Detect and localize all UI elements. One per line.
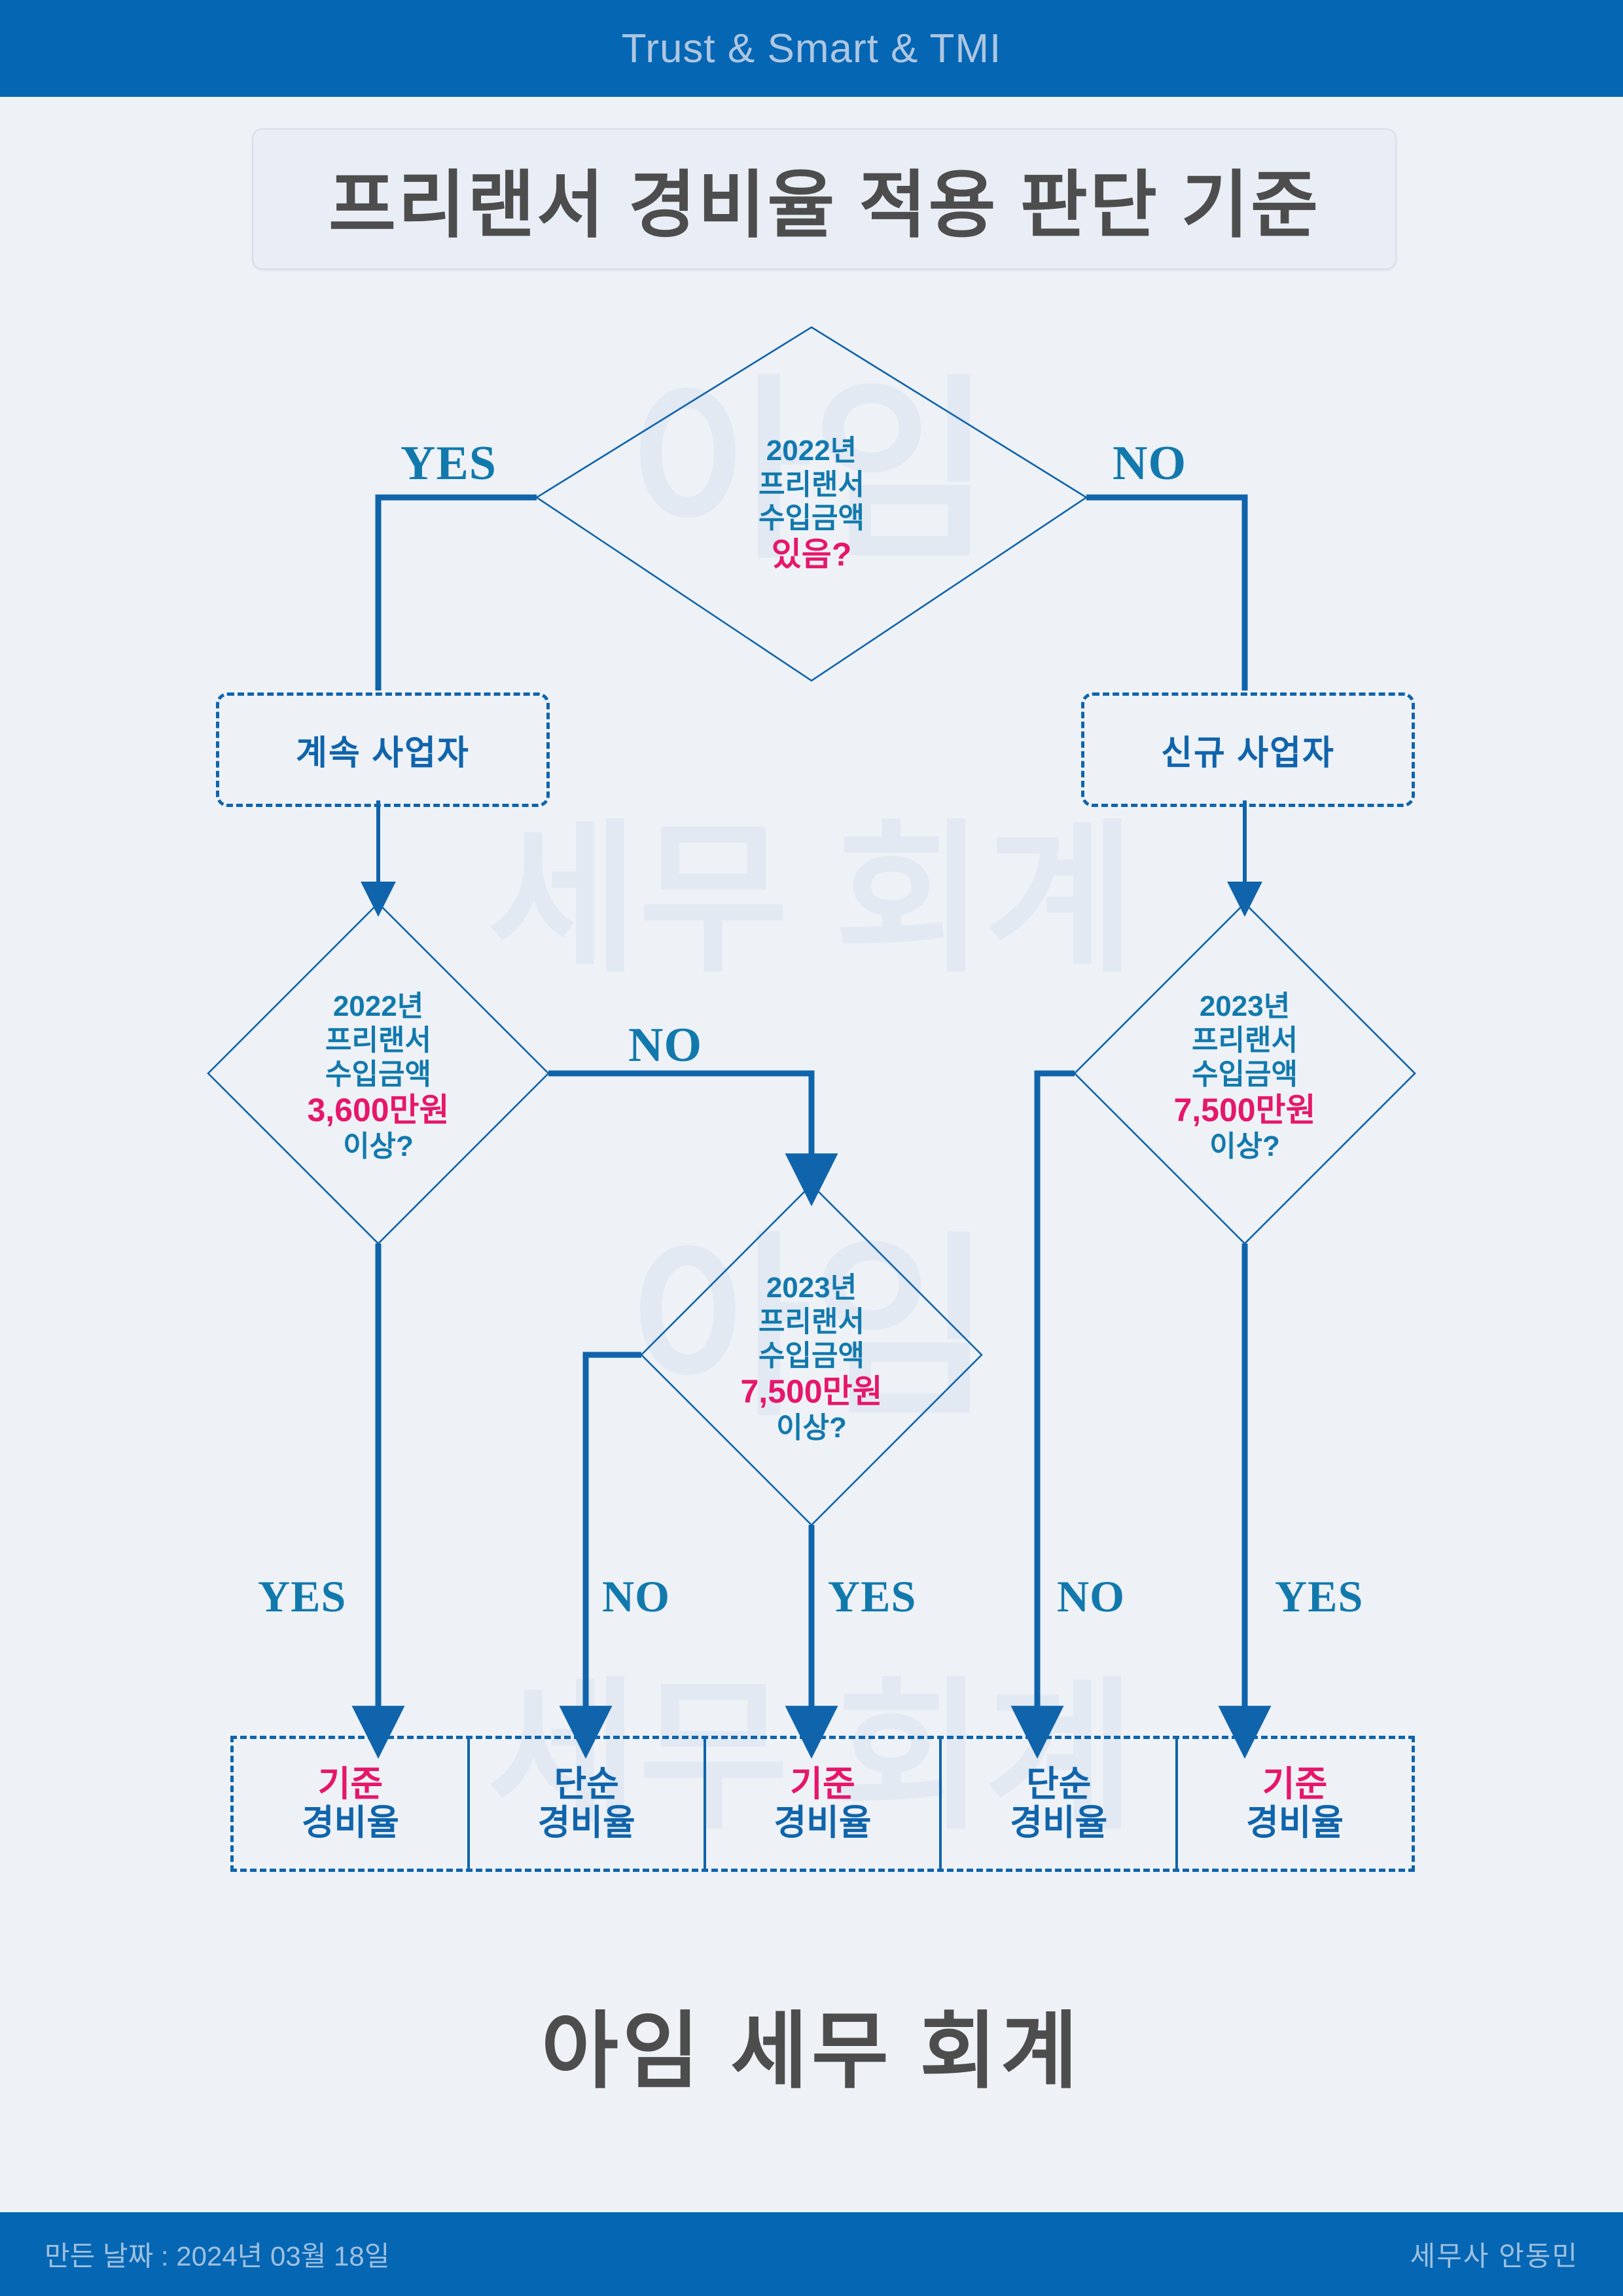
decision-left-line3: 수입금액: [325, 1058, 431, 1090]
decision-right-line4: 이상?: [1209, 1130, 1280, 1163]
decision-left-line4: 이상?: [343, 1130, 414, 1163]
edge-out-2: [559, 1352, 641, 1759]
edge-label-root-yes: YES: [401, 437, 497, 490]
edge-out-4: [1010, 1070, 1075, 1759]
result-top: 기준: [1262, 1764, 1328, 1804]
result-cell[interactable]: 단순 경비율: [470, 1739, 706, 1869]
decision-left: 2022년 프리랜서 수입금액 3,600만원 이상?: [234, 956, 522, 1198]
edge-left-no-to-mid: [548, 1070, 838, 1207]
result-cell[interactable]: 기준 경비율: [1178, 1739, 1412, 1869]
result-top: 기준: [790, 1764, 855, 1804]
page-title-box: 프리랜서 경비율 적용 판단 기준: [252, 128, 1397, 270]
edge-label-out-5: YES: [1275, 1571, 1364, 1621]
process-continuing-business[interactable]: 계속 사업자: [216, 692, 550, 807]
decision-mid-line2: 프리랜서: [758, 1305, 865, 1338]
footer-author: 세무사 안동민: [1410, 2240, 1578, 2272]
bottom-bar: 만든 날짜 : 2024년 03월 18일 세무사 안동민: [0, 2212, 1623, 2296]
decision-mid-line1: 2023년: [766, 1271, 857, 1304]
process-new-business[interactable]: 신규 사업자: [1081, 692, 1415, 807]
decision-right: 2023년 프리랜서 수입금액 7,500만원 이상?: [1101, 956, 1389, 1198]
result-top: 단순: [554, 1764, 619, 1804]
edge-label-out-4: NO: [1057, 1571, 1125, 1621]
decision-right-line3: 수입금액: [1192, 1058, 1298, 1090]
decision-mid: 2023년 프리랜서 수입금액 7,500만원 이상?: [668, 1237, 955, 1479]
result-bottom: 경비율: [537, 1803, 635, 1842]
decision-root-line2: 프리랜서: [758, 468, 865, 501]
decision-right-line2: 프리랜서: [1192, 1024, 1298, 1056]
process-continuing-business-label: 계속 사업자: [296, 734, 470, 772]
edge-label-out-1: YES: [258, 1571, 347, 1621]
result-row: 기준 경비율 단순 경비율 기준 경비율 단순 경비율 기준 경비율: [230, 1736, 1415, 1872]
result-cell[interactable]: 기준 경비율: [706, 1739, 942, 1869]
decision-right-line1: 2023년: [1199, 990, 1291, 1022]
edge-label-root-no: NO: [1113, 437, 1186, 490]
edge-label-left-no: NO: [628, 1018, 702, 1072]
decision-mid-line3: 수입금액: [758, 1339, 865, 1372]
header-tagline: Trust & Smart & TMI: [621, 26, 1002, 71]
result-top: 기준: [317, 1764, 383, 1804]
decision-left-highlight: 3,600만원: [307, 1092, 450, 1129]
footer-made-date: 만든 날짜 : 2024년 03월 18일: [45, 2240, 390, 2272]
root-diamond-shape: [535, 326, 1088, 682]
top-bar: [0, 0, 1623, 97]
result-cell[interactable]: 기준 경비율: [234, 1739, 470, 1869]
brand-name: 아임 세무 회계: [541, 2005, 1082, 2098]
page-title: 프리랜서 경비율 적용 판단 기준: [329, 164, 1320, 246]
decision-left-line1: 2022년: [332, 990, 424, 1022]
result-bottom: 경비율: [1246, 1803, 1344, 1842]
decision-left-line2: 프리랜서: [325, 1024, 431, 1056]
decision-root: 2022년 프리랜서 수입금액 있음?: [615, 393, 1008, 615]
decision-root-highlight: 있음?: [771, 536, 852, 573]
result-bottom: 경비율: [1010, 1803, 1108, 1842]
decision-mid-line4: 이상?: [776, 1412, 847, 1444]
result-cell[interactable]: 단순 경비율: [942, 1739, 1179, 1869]
decision-root-line3: 수입금액: [758, 502, 865, 535]
result-bottom: 경비율: [774, 1803, 872, 1842]
decision-root-line1: 2022년: [766, 434, 857, 467]
edge-label-out-3: YES: [828, 1571, 917, 1621]
process-new-business-label: 신규 사업자: [1161, 734, 1335, 772]
edge-root-yes: [375, 494, 537, 691]
edge-label-out-2: NO: [602, 1571, 670, 1621]
result-bottom: 경비율: [301, 1803, 399, 1842]
decision-mid-highlight: 7,500만원: [740, 1373, 883, 1410]
result-top: 단순: [1026, 1764, 1092, 1804]
decision-right-highlight: 7,500만원: [1173, 1092, 1316, 1129]
edge-root-no: [1086, 494, 1248, 691]
